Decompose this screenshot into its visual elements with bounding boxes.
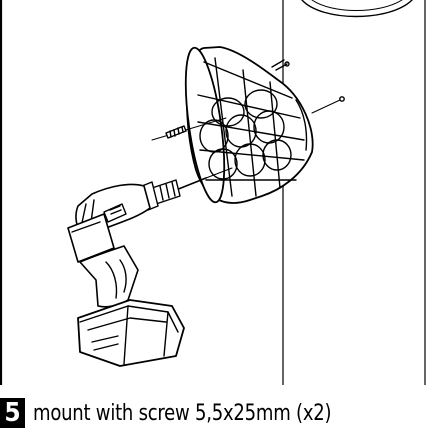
mounting-illustration [0, 0, 426, 385]
screw-icon [151, 96, 345, 141]
step-instruction: mount with screw 5,5x25mm (x2) [33, 400, 332, 426]
step-caption: 5 mount with screw 5,5x25mm (x2) [0, 397, 397, 429]
wall-mount-bracket-icon [184, 46, 314, 204]
drill-icon [67, 167, 233, 367]
wall-icon [0, 0, 426, 385]
step-number-badge: 5 [0, 398, 25, 428]
